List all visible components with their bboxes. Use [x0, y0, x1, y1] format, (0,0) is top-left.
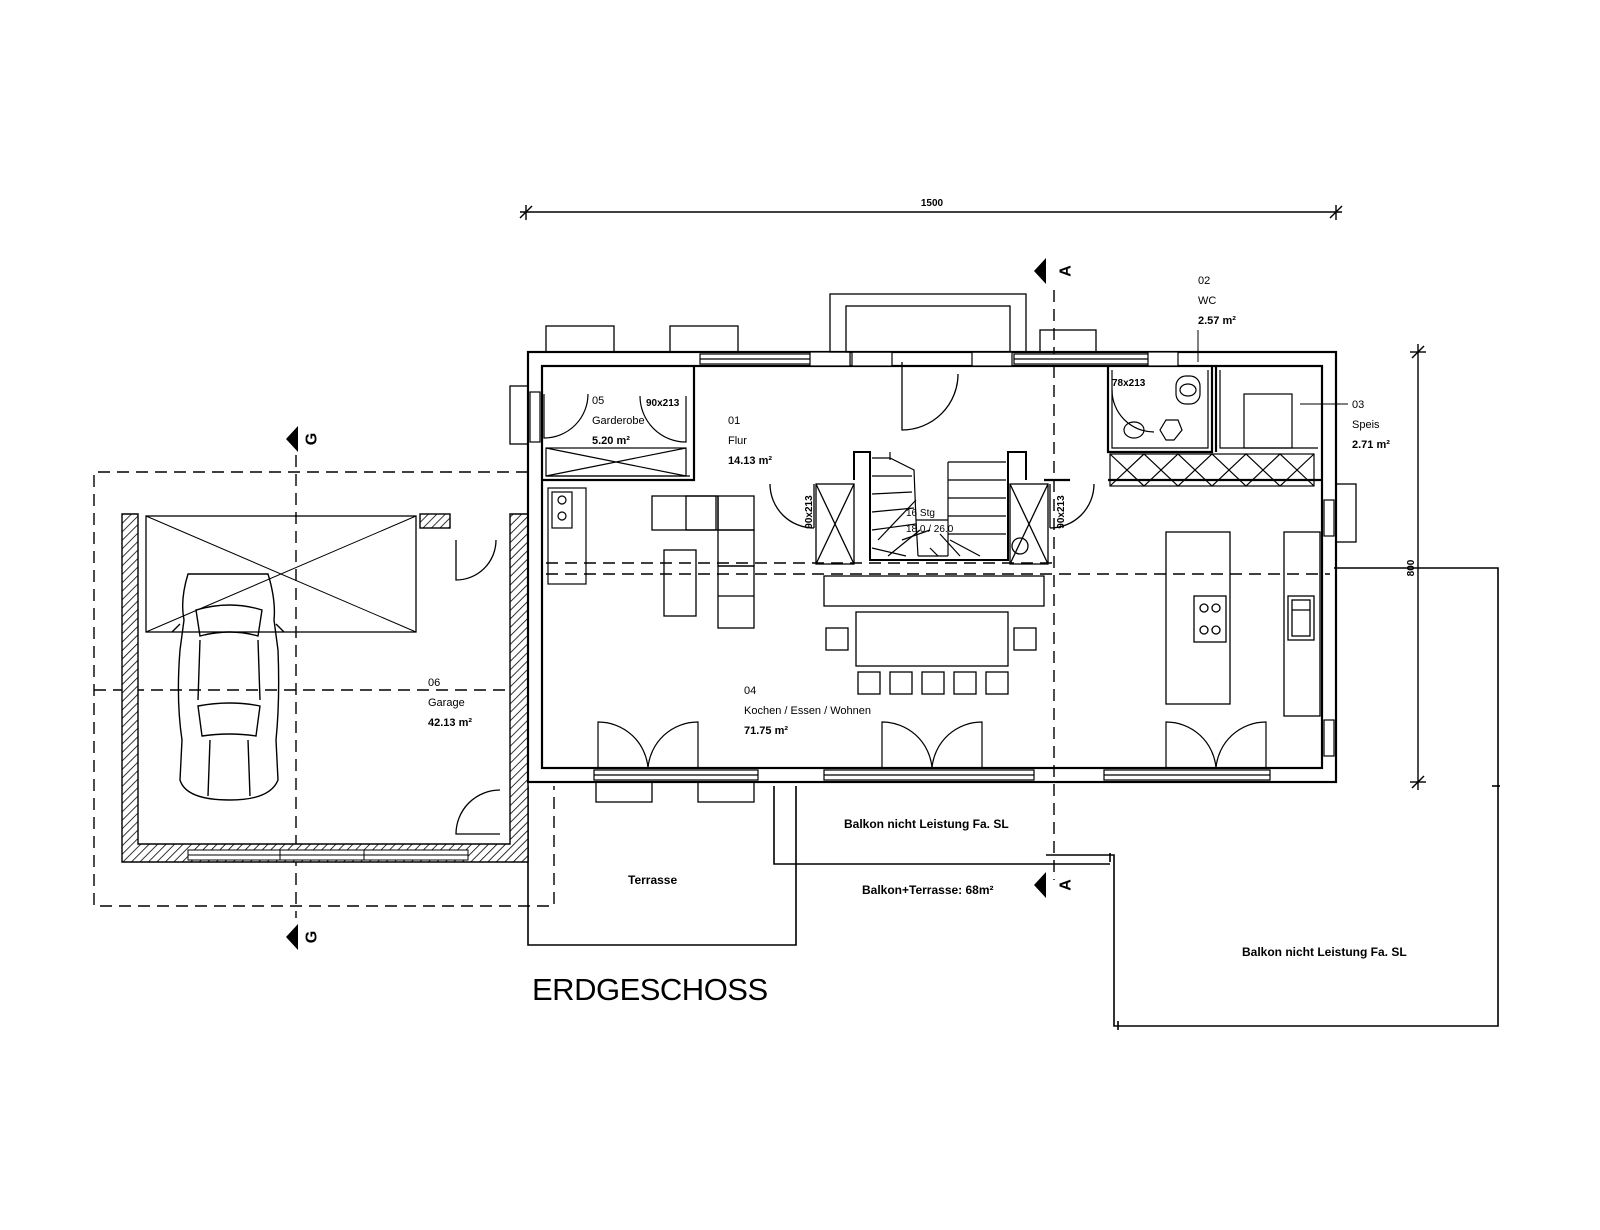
room-area-garage: 42.13 m² [428, 717, 472, 729]
room-area-garderobe: 5.20 m² [592, 435, 630, 447]
french-doors [597, 721, 1267, 769]
section-label-a-bottom: A [1058, 879, 1075, 891]
car-icon [171, 573, 285, 801]
wc-fixtures [1111, 375, 1201, 441]
kitchen-island [1165, 531, 1231, 705]
room-area-flur: 14.13 m² [728, 455, 772, 467]
staircase [853, 451, 1027, 561]
room-number-speis: 03 [1352, 399, 1364, 411]
stair-steps: 16 Stg [906, 508, 935, 519]
section-markers [286, 258, 1046, 950]
dimension-width: 1500 [921, 198, 944, 209]
room-number-flur: 01 [728, 415, 740, 427]
balcony-label-2: Balkon nicht Leistung Fa. SL [1242, 945, 1407, 959]
right-counter [1283, 531, 1321, 717]
garage [121, 513, 529, 863]
stair-ratio: 18.0 / 26.0 [906, 524, 954, 535]
left-counter [547, 487, 587, 585]
dimension-depth: 800 [1406, 559, 1417, 576]
room-area-speis: 2.71 m² [1352, 439, 1390, 451]
section-label-g-bottom: G [304, 931, 321, 943]
room-number-kochen: 04 [744, 685, 756, 697]
dimension-lines [519, 205, 1426, 790]
labels: 1500 800 A A G G 01 Flur 14.13 m² 02 WC … [304, 198, 1418, 1007]
room-name-garderobe: Garderobe [592, 415, 645, 427]
combined-area-label: Balkon+Terrasse: 68m² [862, 883, 994, 897]
outdoor-outlines [527, 567, 1500, 1030]
drawing-title: ERDGESCHOSS [532, 972, 768, 1007]
terrace-label: Terrasse [628, 873, 677, 887]
room-name-garage: Garage [428, 697, 465, 709]
balcony-label-1: Balkon nicht Leistung Fa. SL [844, 817, 1009, 831]
bottom-windows [593, 499, 1335, 781]
sideboard [823, 575, 1045, 607]
room-name-wc: WC [1198, 295, 1216, 307]
room-number-wc: 02 [1198, 275, 1210, 287]
stair-cabinets [769, 483, 1095, 565]
garderobe-fixtures [529, 391, 687, 477]
room-name-speis: Speis [1352, 419, 1380, 431]
sofa-set [651, 495, 755, 629]
speis-fixtures [1109, 393, 1315, 487]
dashed-lines [93, 290, 1330, 918]
entrance-door [901, 362, 959, 431]
door-size-garderobe: 90x213 [646, 398, 680, 409]
room-name-flur: Flur [728, 435, 747, 447]
top-windows [699, 351, 1179, 367]
room-area-wc: 2.57 m² [1198, 315, 1236, 327]
room-area-kochen: 71.75 m² [744, 725, 788, 737]
section-label-g-top: G [304, 433, 321, 445]
door-size-right-stair: 90x213 [1056, 495, 1067, 529]
room-number-garderobe: 05 [592, 395, 604, 407]
door-size-wc: 78x213 [1112, 378, 1146, 389]
door-size-left-stair: 90x213 [804, 495, 815, 529]
section-label-a-top: A [1058, 265, 1075, 277]
dining-table [825, 611, 1037, 695]
room-name-kochen: Kochen / Essen / Wohnen [744, 705, 871, 717]
exterior-boxes [509, 293, 1357, 803]
house-walls [526, 350, 1338, 784]
room-number-garage: 06 [428, 677, 440, 689]
